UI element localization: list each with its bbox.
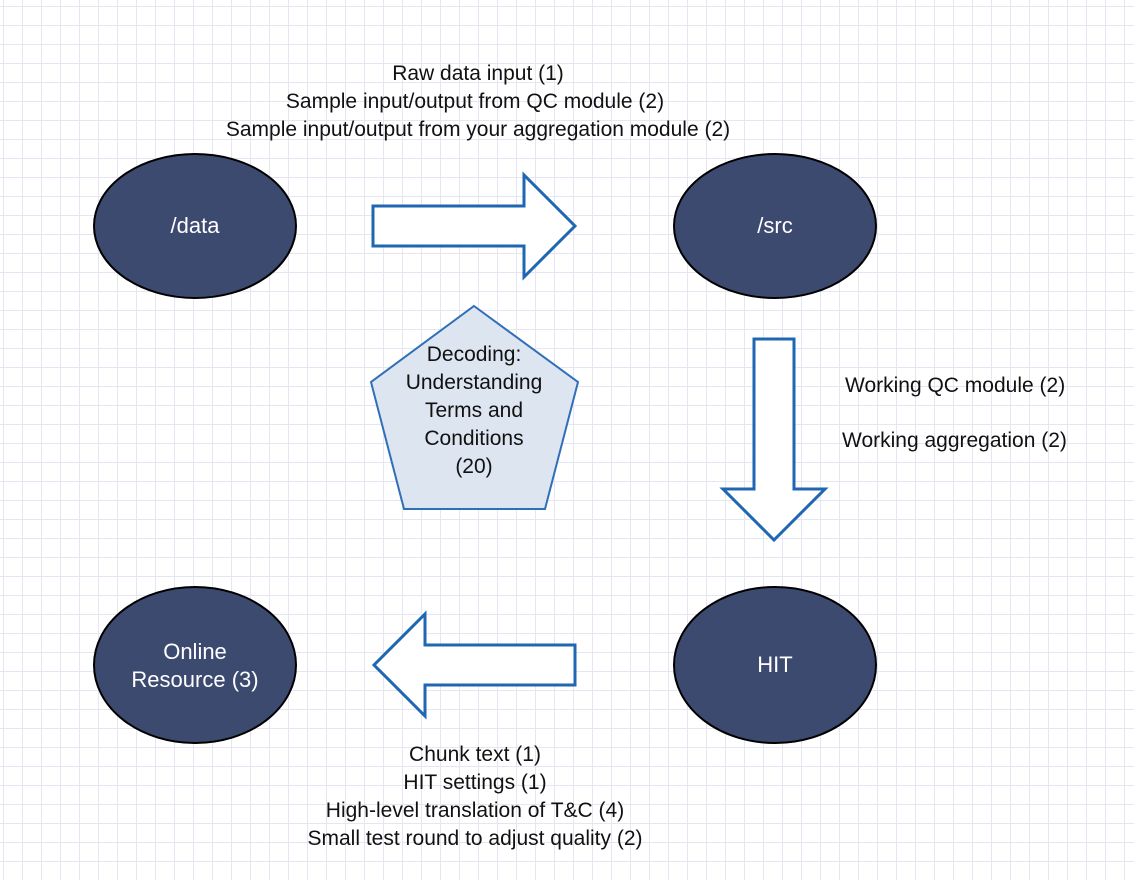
node-online-resource[interactable]: Online Resource (3) (93, 586, 297, 744)
node-hit[interactable]: HIT (673, 586, 877, 744)
arrow-left-icon (371, 610, 577, 720)
node-hit-label: HIT (757, 652, 792, 677)
pentagon-label-line-2: Understanding (406, 371, 543, 394)
data-to-src-label-line-2: Sample input/output from QC module (2) (286, 90, 664, 113)
hit-to-online-label-line-1: Chunk text (1) (409, 743, 541, 766)
node-online-resource-label-line-2: Resource (3) (131, 667, 258, 692)
node-src[interactable]: /src (673, 153, 877, 299)
node-online-resource-label-line-1: Online (163, 639, 227, 664)
hit-to-online-label-line-2: HIT settings (1) (403, 771, 546, 794)
node-src-label: /src (757, 213, 792, 238)
node-hit-shape (673, 586, 877, 744)
hit-to-online-label-line-4: Small test round to adjust quality (2) (308, 827, 643, 850)
arrow-right-icon (371, 171, 578, 281)
pentagon-label-line-4: Conditions (424, 427, 523, 450)
pentagon-label-line-5: (20) (455, 455, 492, 478)
src-to-hit-label-line-2: Working aggregation (2) (842, 429, 1067, 452)
src-to-hit-label-line-1: Working QC module (2) (845, 374, 1065, 397)
pentagon-label-line-3: Terms and (425, 399, 523, 422)
arrow-down-icon (719, 337, 829, 543)
data-to-src-label-line-1: Raw data input (1) (392, 62, 564, 85)
pentagon-shape (369, 304, 580, 510)
pentagon-label-line-1: Decoding: (427, 343, 522, 366)
decoding-pentagon[interactable]: Decoding: Understanding Terms and Condit… (369, 304, 580, 510)
node-data[interactable]: /data (93, 153, 297, 299)
data-to-src-label: Raw data input (1) Sample input/output f… (226, 62, 730, 141)
node-online-resource-shape (93, 586, 297, 744)
src-to-hit-label: Working QC module (2) Working aggregatio… (842, 374, 1067, 452)
node-data-label: /data (171, 213, 221, 238)
node-data-shape (93, 153, 297, 299)
node-src-shape (673, 153, 877, 299)
hit-to-online-label: Chunk text (1) HIT settings (1) High-lev… (308, 743, 643, 850)
data-to-src-label-line-3: Sample input/output from your aggregatio… (226, 118, 730, 141)
hit-to-online-label-line-3: High-level translation of T&C (4) (326, 799, 624, 822)
